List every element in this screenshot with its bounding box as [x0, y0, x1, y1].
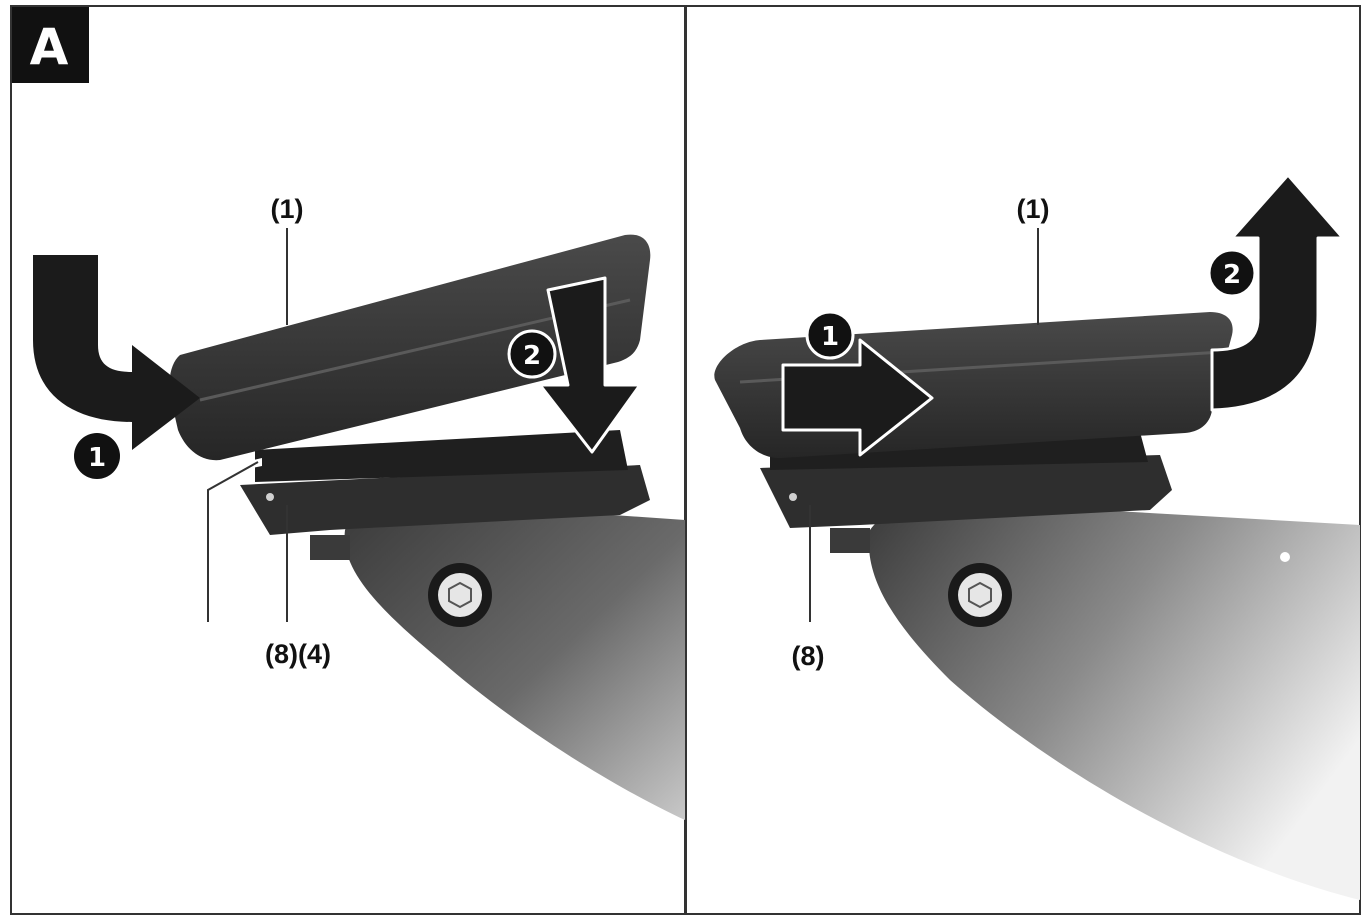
left-mount-lug	[310, 535, 350, 560]
right-small-hole	[1280, 552, 1290, 562]
right-callout-battery: (1)	[1017, 194, 1050, 224]
right-callout-holder: (8)	[792, 641, 825, 671]
figure-label: A	[30, 18, 69, 76]
left-callout-battery: (1)	[271, 194, 304, 224]
left-bolt-head	[438, 573, 482, 617]
left-callout-holder: (8)(4)	[265, 639, 331, 669]
left-small-dot	[266, 493, 274, 501]
right-mount-lug	[830, 528, 870, 553]
right-bolt-head	[958, 573, 1002, 617]
left-step-1-number: 1	[88, 443, 106, 473]
right-step-1-number: 1	[821, 322, 839, 352]
right-step-2-number: 2	[1223, 260, 1241, 290]
right-small-dot	[789, 493, 797, 501]
left-step-2-number: 2	[523, 341, 541, 371]
